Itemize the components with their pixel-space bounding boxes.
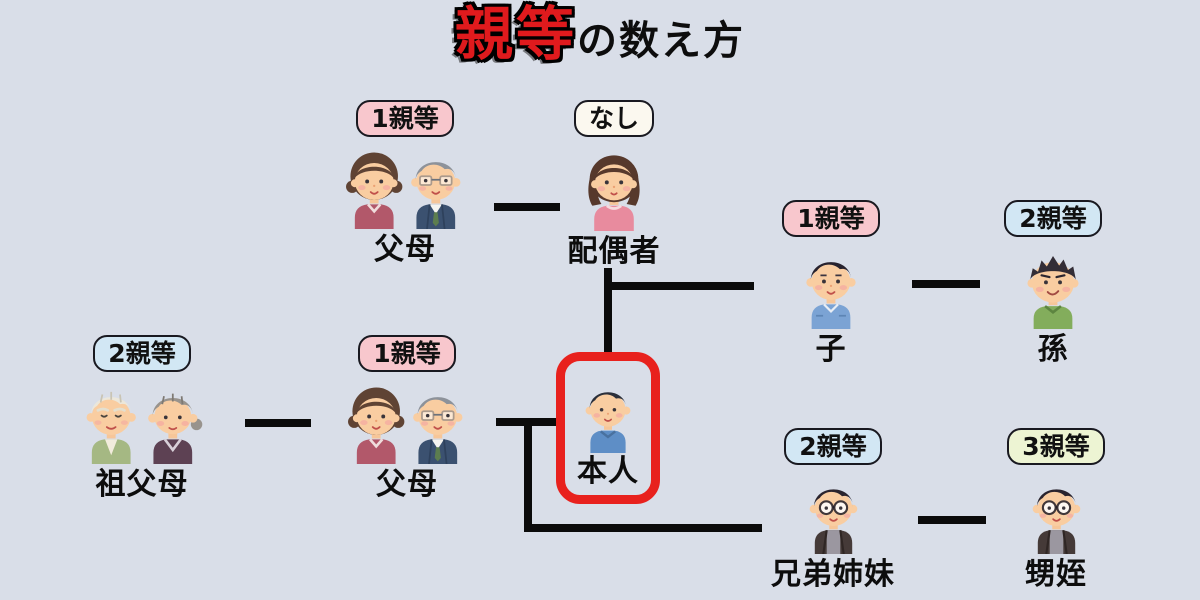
spouse-avatar (587, 154, 641, 231)
node-label: 父母 (374, 232, 436, 267)
connector-grandparents-parents (245, 419, 311, 427)
node-label: 配偶者 (567, 234, 661, 269)
nephews-avatar (1031, 488, 1081, 554)
node-siblings: 2親等 兄弟姉妹 (748, 428, 918, 592)
node-label: 本人 (577, 454, 639, 489)
degree-badge: 2親等 (93, 335, 191, 372)
connector-sibling-vertical (524, 424, 532, 532)
parents-couple-avatar (344, 151, 462, 229)
self-avatar (584, 391, 632, 453)
title-highlight: 親等 (454, 0, 577, 68)
connector-spouse-self-vertical (604, 268, 612, 354)
parents-couple-avatar (346, 386, 464, 464)
node-self-highlight-box: 本人 (556, 352, 660, 504)
degree-badge: 2親等 (1004, 200, 1102, 237)
node-label: 兄弟姉妹 (771, 557, 895, 592)
degree-badge: なし (573, 100, 654, 137)
connector-parents-spouse (494, 203, 560, 211)
node-parents-top: 1親等 父母 (320, 100, 490, 267)
title-rest: の数え方 (577, 18, 745, 64)
degree-badge: 1親等 (356, 100, 454, 137)
node-parents: 1親等 父母 (322, 335, 492, 502)
grandparents-couple-avatar (85, 390, 204, 464)
page-title: 親等の数え方 (0, 0, 1200, 83)
grandchild-avatar (1026, 254, 1080, 329)
node-nephews: 3親等 甥姪 (971, 428, 1141, 592)
degree-badge: 2親等 (784, 428, 882, 465)
degree-badge: 3親等 (1007, 428, 1105, 465)
node-child: 1親等 子 (746, 200, 916, 367)
degree-badge: 1親等 (358, 335, 456, 372)
siblings-avatar (808, 488, 858, 554)
connector-parents-self (496, 418, 558, 426)
node-label: 甥姪 (1025, 557, 1087, 592)
node-grandparents: 2親等 祖父母 (57, 335, 227, 502)
node-label: 祖父母 (95, 467, 189, 502)
degree-badge: 1親等 (782, 200, 880, 237)
node-grandchild: 2親等 孫 (968, 200, 1138, 367)
connector-siblings-nephews (918, 516, 986, 524)
connector-child-grandchild (912, 280, 980, 288)
connector-couple-child (608, 282, 754, 290)
node-label: 子 (815, 332, 847, 367)
child-avatar (805, 261, 857, 329)
connector-sibling-horizontal (524, 524, 762, 532)
node-label: 父母 (376, 467, 438, 502)
node-label: 孫 (1037, 332, 1069, 367)
node-spouse: なし 配偶者 (529, 100, 699, 269)
